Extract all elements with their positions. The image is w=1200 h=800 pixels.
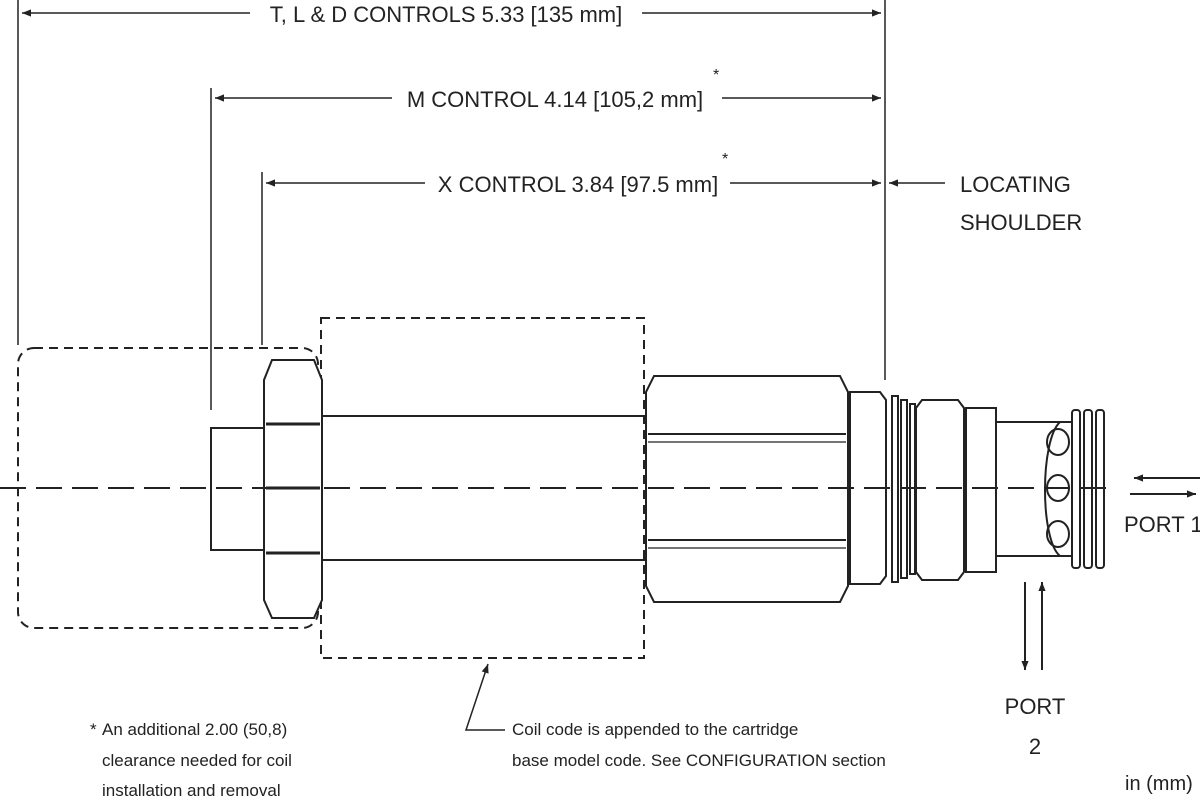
dimension-x-asterisk: * — [722, 151, 728, 168]
dimension-tld-label: T, L & D CONTROLS 5.33 [135 mm] — [270, 2, 623, 27]
dimension-tld: T, L & D CONTROLS 5.33 [135 mm] — [22, 2, 881, 27]
dimension-m-asterisk: * — [713, 67, 719, 84]
locating-shoulder-callout: LOCATING SHOULDER — [889, 172, 1082, 235]
coil-note-callout: Coil code is appended to the cartridge b… — [464, 663, 886, 770]
dimension-x-label: X CONTROL 3.84 [97.5 mm] — [438, 172, 718, 197]
footnote-line3: installation and removal — [102, 781, 281, 800]
dimension-m: M CONTROL 4.14 [105,2 mm] * — [215, 67, 881, 112]
coil-note-line1: Coil code is appended to the cartridge — [512, 720, 798, 739]
locating-shoulder-label-line2: SHOULDER — [960, 210, 1082, 235]
port2-label-line2: 2 — [1029, 734, 1041, 759]
dimension-m-label: M CONTROL 4.14 [105,2 mm] — [407, 87, 703, 112]
port1-flow-arrows: PORT 1 — [1124, 474, 1200, 537]
extension-lines — [17, 0, 886, 410]
footnote-asterisk: * — [90, 720, 97, 739]
footnote-line2: clearance needed for coil — [102, 751, 292, 770]
port2-flow-arrows: PORT 2 — [1005, 582, 1066, 759]
footnote-line1: An additional 2.00 (50,8) — [102, 720, 287, 739]
coil-note-line2: base model code. See CONFIGURATION secti… — [512, 751, 886, 770]
dimension-x: X CONTROL 3.84 [97.5 mm] * — [266, 151, 881, 197]
units-label: in (mm) — [1125, 773, 1193, 795]
port1-label: PORT 1 — [1124, 512, 1200, 537]
locating-shoulder-label-line1: LOCATING — [960, 172, 1071, 197]
port2-label-line1: PORT — [1005, 694, 1066, 719]
clearance-footnote: * An additional 2.00 (50,8) clearance ne… — [90, 720, 292, 800]
